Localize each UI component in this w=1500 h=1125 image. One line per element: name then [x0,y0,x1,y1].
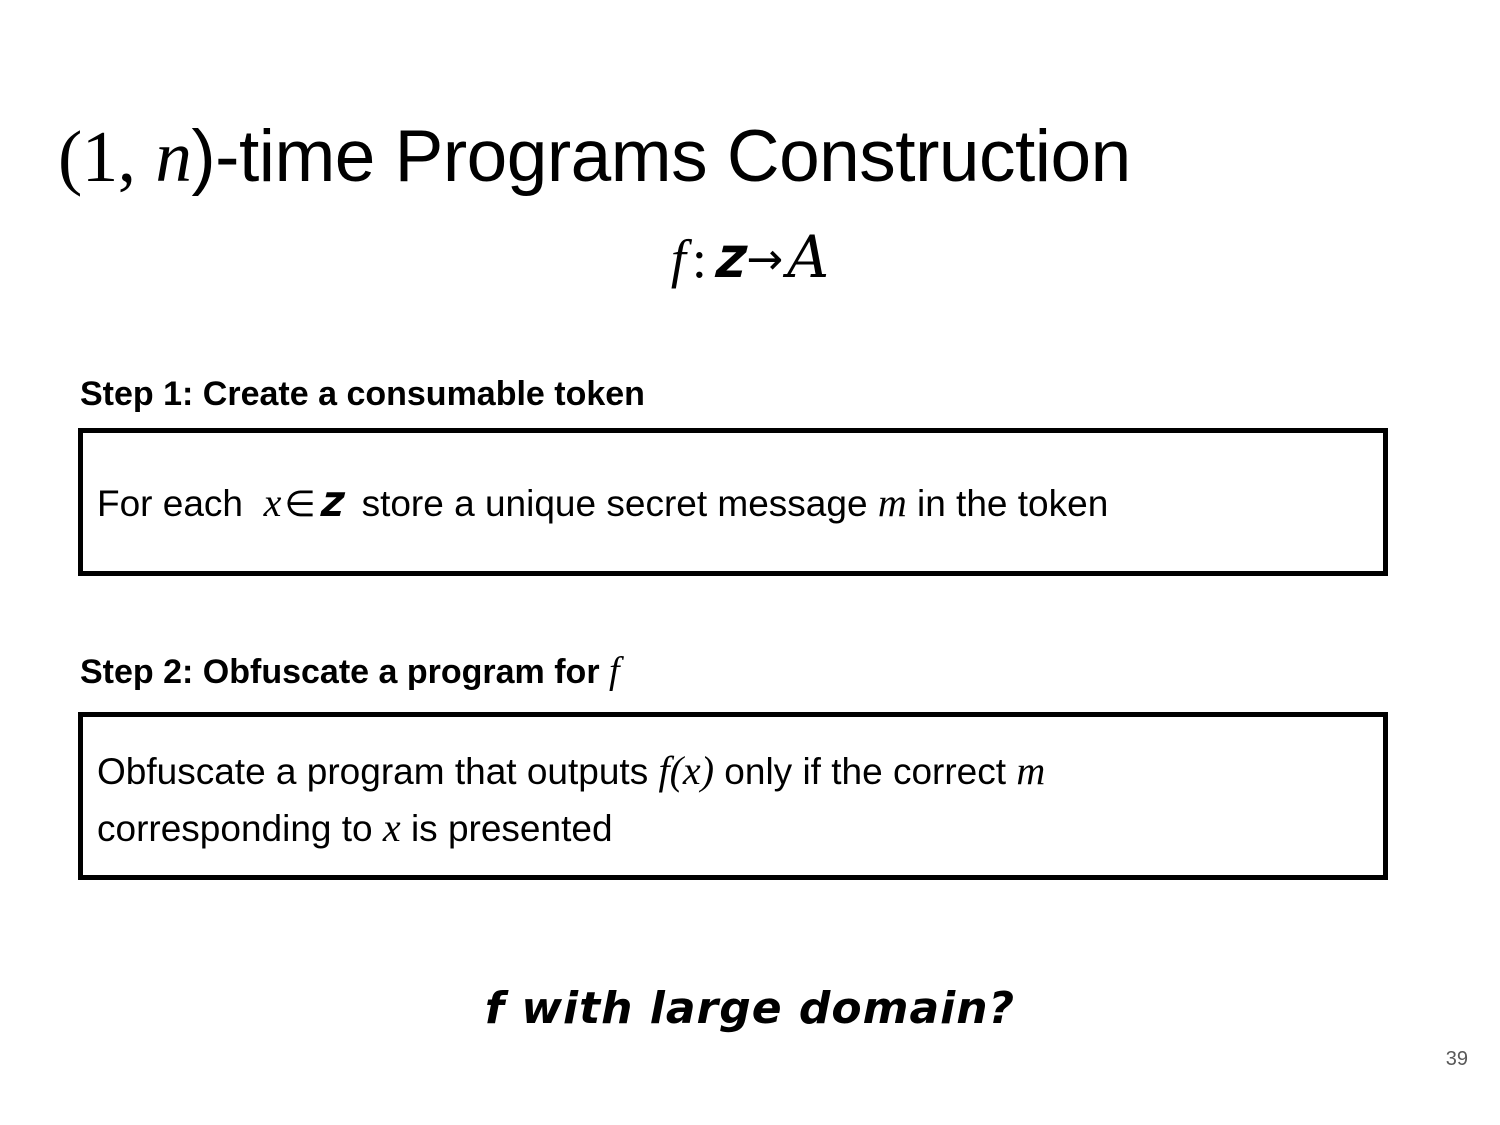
formula-arrow-icon: → [746,234,784,285]
step1-text-a: For each [97,483,244,524]
step1-heading: Step 1: Create a consumable token [80,375,645,413]
formula-domain-X: 𝐳 [712,223,743,291]
step1-variable-x: x [263,480,282,525]
step2-text-d: is presented [410,807,613,849]
step2-box: Obfuscate a program that outputs f(x) on… [78,712,1388,880]
page-title: (1, n)-time Programs Construction [58,116,1448,197]
step2-text-c: corresponding to [97,807,373,849]
slide-number: 39 [1445,1048,1468,1070]
step1-set-X: 𝐳 [318,476,342,527]
step2-expression-fx: f(x) [658,748,715,793]
step2-variable-x: x [382,804,401,850]
title-rest: )-time Programs Construction [191,116,1131,197]
step1-variable-m: m [877,480,907,525]
step2-text-a: Obfuscate a program that outputs [97,751,649,792]
formula-codomain-Y: 𝐴 [787,223,830,291]
step2-heading: Step 2: Obfuscate a program for f [80,652,620,690]
step1-box: For each x∈𝐳 store a unique secret messa… [78,428,1388,576]
title-open-paren: (1, [58,116,136,197]
step2-variable-m: m [1016,748,1046,793]
formula-function-f: f [670,229,686,289]
element-of-icon: ∈ [284,484,316,525]
subtitle-formula: f:𝐳→𝐴 [0,228,1500,286]
title-variable-n: n [155,116,192,197]
formula-colon: : [691,229,707,289]
step1-text-c: in the token [916,483,1109,524]
step2-text-b: only if the correct [724,751,1007,792]
step1-box-text: For each x∈𝐳 store a unique secret messa… [97,471,1108,533]
step1-text-b: store a unique secret message [361,483,868,524]
step2-heading-text: Step 2: Obfuscate a program for [80,653,600,691]
step2-heading-function-f: f [609,650,620,692]
closing-question: f with large domain? [484,983,1016,1034]
step2-box-text: Obfuscate a program that outputs f(x) on… [97,743,1367,857]
